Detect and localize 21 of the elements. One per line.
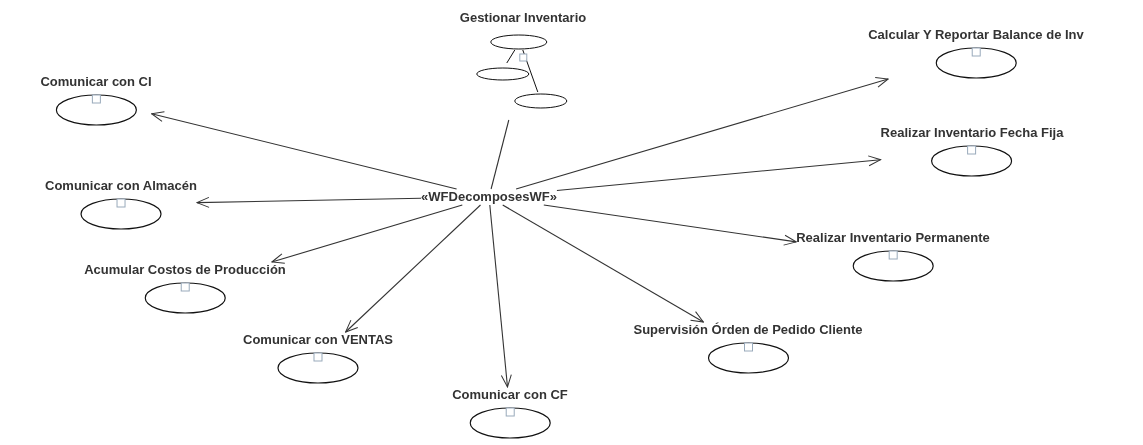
use-case-label: Comunicar con CF (452, 387, 568, 403)
arrow (196, 196, 422, 208)
arrow (556, 155, 882, 192)
arrow (515, 77, 889, 190)
use-case-label: Acumular Costos de Producción (84, 262, 286, 278)
arrow (345, 204, 482, 333)
use-case-label: Supervisión Órden de Pedido Cliente (633, 322, 863, 338)
use-case-label: Comunicar con CI (40, 74, 152, 90)
stereotype-label: «WFDecomposesWF» (421, 189, 557, 205)
arrow (271, 204, 463, 264)
connector-line (490, 119, 510, 190)
arrow (151, 111, 458, 190)
use-case-label: Calcular Y Reportar Balance de Inv (868, 27, 1084, 43)
use-case-label: Comunicar con Almacén (45, 178, 197, 194)
use-case-label: Gestionar Inventario (459, 10, 587, 26)
arrow (489, 204, 512, 388)
use-case-label: Realizar Inventario Permanente (796, 230, 990, 246)
use-case-label: Comunicar con VENTAS (243, 332, 393, 348)
arrow (543, 204, 797, 246)
arrow (502, 204, 704, 323)
use-case-label: Realizar Inventario Fecha Fija (880, 125, 1064, 141)
